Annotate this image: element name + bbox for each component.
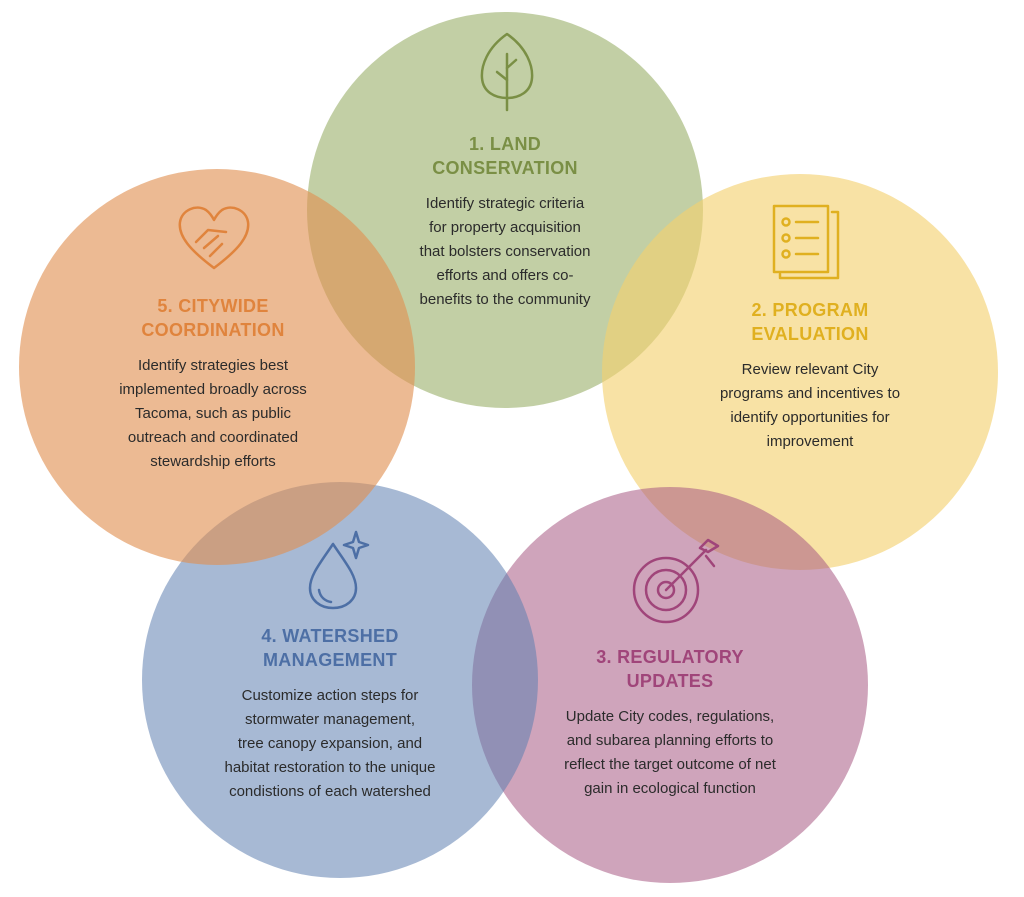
watershed-desc-line: tree canopy expansion, and xyxy=(237,735,423,752)
program-desc-line: Review relevant City xyxy=(741,361,879,378)
circle-regulatory-updates xyxy=(472,487,868,883)
circle-watershed-management xyxy=(142,482,538,878)
watershed-title-line-2: MANAGEMENT xyxy=(263,650,397,670)
regulatory-desc-line: gain in ecological function xyxy=(584,780,756,797)
water-drop-icon xyxy=(308,530,370,610)
land-desc-line: for property acquisition xyxy=(429,219,581,236)
program-title: 2. PROGRAM EVALUATION xyxy=(680,298,940,346)
citywide-title: 5. CITYWIDE COORDINATION xyxy=(83,294,343,342)
watershed-title-line-1: 4. WATERSHED xyxy=(261,626,399,646)
citywide-description: Identify strategies best implemented bro… xyxy=(83,354,343,474)
land-title: 1. LAND CONSERVATION xyxy=(375,132,635,180)
regulatory-description: Update City codes, regulations, and suba… xyxy=(520,705,820,801)
label-land-conservation: 1. LAND CONSERVATION Identify strategic … xyxy=(375,132,635,312)
citywide-desc-line: stewardship efforts xyxy=(150,453,276,470)
label-regulatory-updates: 3. REGULATORY UPDATES Update City codes,… xyxy=(520,645,820,801)
citywide-desc-line: Tacoma, such as public xyxy=(135,405,291,422)
circle-program-evaluation xyxy=(602,174,998,570)
circle-citywide-coordination xyxy=(19,169,415,565)
regulatory-title-line-2: UPDATES xyxy=(626,671,714,691)
tree-icon xyxy=(480,32,534,112)
citywide-title-line-2: COORDINATION xyxy=(141,320,285,340)
label-citywide-coordination: 5. CITYWIDE COORDINATION Identify strate… xyxy=(83,294,343,474)
regulatory-desc-line: reflect the target outcome of net xyxy=(564,756,776,773)
land-desc-line: Identify strategic criteria xyxy=(425,195,585,212)
watershed-description: Customize action steps for stormwater ma… xyxy=(180,684,480,804)
program-desc-line: improvement xyxy=(766,433,854,450)
regulatory-title-line-1: 3. REGULATORY xyxy=(596,647,744,667)
regulatory-desc-line: Update City codes, regulations, xyxy=(565,708,775,725)
land-desc-line: benefits to the community xyxy=(419,291,591,308)
watershed-desc-line: condistions of each watershed xyxy=(229,783,431,800)
regulatory-title: 3. REGULATORY UPDATES xyxy=(520,645,820,693)
land-description: Identify strategic criteria for property… xyxy=(375,192,635,312)
land-title-line-1: 1. LAND xyxy=(468,134,542,154)
watershed-desc-line: habitat restoration to the unique xyxy=(224,759,436,776)
citywide-desc-line: implemented broadly across xyxy=(119,381,307,398)
label-program-evaluation: 2. PROGRAM EVALUATION Review relevant Ci… xyxy=(680,298,940,454)
citywide-desc-line: Identify strategies best xyxy=(137,357,289,374)
regulatory-desc-line: and subarea planning efforts to xyxy=(566,732,774,749)
program-title-line-1: 2. PROGRAM xyxy=(751,300,869,320)
program-description: Review relevant City programs and incent… xyxy=(680,358,940,454)
citywide-desc-line: outreach and coordinated xyxy=(127,429,299,446)
program-title-line-2: EVALUATION xyxy=(751,324,869,344)
program-desc-line: identify opportunities for xyxy=(730,409,890,426)
label-watershed-management: 4. WATERSHED MANAGEMENT Customize action… xyxy=(180,624,480,804)
watershed-desc-line: Customize action steps for xyxy=(241,687,419,704)
watershed-title: 4. WATERSHED MANAGEMENT xyxy=(180,624,480,672)
citywide-title-line-1: 5. CITYWIDE xyxy=(157,296,269,316)
document-list-icon xyxy=(772,204,840,280)
land-desc-line: that bolsters conservation xyxy=(419,243,591,260)
land-title-line-2: CONSERVATION xyxy=(432,158,578,178)
heart-hand-icon xyxy=(178,206,250,270)
watershed-desc-line: stormwater management, xyxy=(244,711,416,728)
program-desc-line: programs and incentives to xyxy=(719,385,901,402)
target-arrow-icon xyxy=(632,538,720,624)
land-desc-line: efforts and offers co- xyxy=(436,267,574,284)
